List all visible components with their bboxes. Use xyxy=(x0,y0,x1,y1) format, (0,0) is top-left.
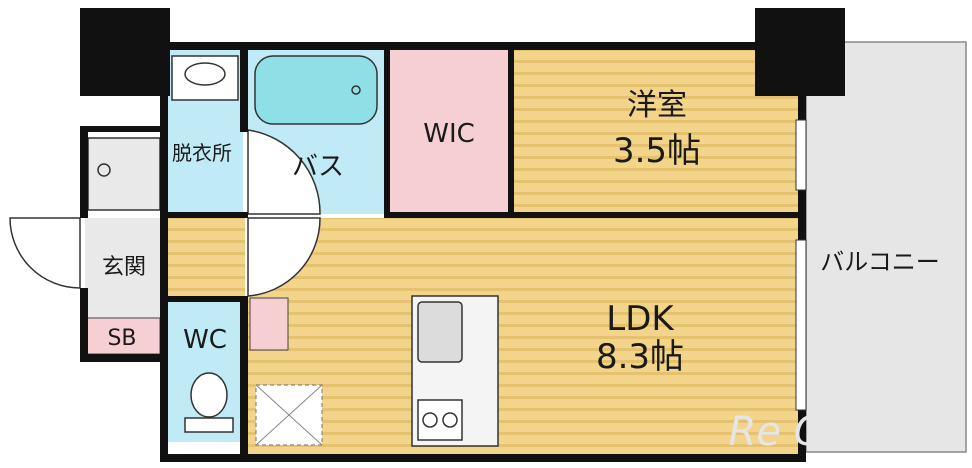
toilet-bowl-icon xyxy=(190,372,228,418)
bathtub xyxy=(254,55,378,125)
entrance-door xyxy=(9,217,81,289)
hall-floor xyxy=(165,218,245,300)
balcony-label: バルコニー xyxy=(820,248,940,276)
ldk-floor xyxy=(248,218,802,460)
balcony-area xyxy=(805,41,967,453)
burner-right xyxy=(442,412,458,428)
ldk-name: LDK xyxy=(606,299,675,339)
washroom-door xyxy=(247,217,321,297)
toilet-tank xyxy=(184,417,234,433)
drain-icon xyxy=(97,163,111,177)
wic-label: WIC xyxy=(423,119,475,149)
watermark-text: Re Create xyxy=(729,409,928,455)
ldk-window xyxy=(795,239,807,411)
western-room-floor xyxy=(512,48,802,214)
washroom-label: 脱衣所 xyxy=(172,141,232,165)
ldk-size: 8.3帖 xyxy=(596,337,684,377)
western-window xyxy=(795,119,807,191)
entrance-label: 玄関 xyxy=(102,255,146,280)
western-room-name: 洋室 xyxy=(627,88,687,123)
toilet-label: WC xyxy=(183,325,227,355)
stove-icon xyxy=(417,399,463,441)
bathtub-drain xyxy=(351,85,361,95)
western-room-size: 3.5帖 xyxy=(613,131,701,171)
bath-label: バス xyxy=(292,152,344,182)
wic-floor xyxy=(390,48,508,214)
bath-door xyxy=(247,129,321,215)
basin-bowl xyxy=(184,62,226,86)
entrance-floor xyxy=(85,218,165,318)
kitchen-sink xyxy=(417,301,463,363)
fridge-cross-b xyxy=(255,384,323,446)
burner-left xyxy=(422,412,438,428)
shoe-box-label: SB xyxy=(107,326,136,351)
kitchen-storage xyxy=(249,297,289,351)
